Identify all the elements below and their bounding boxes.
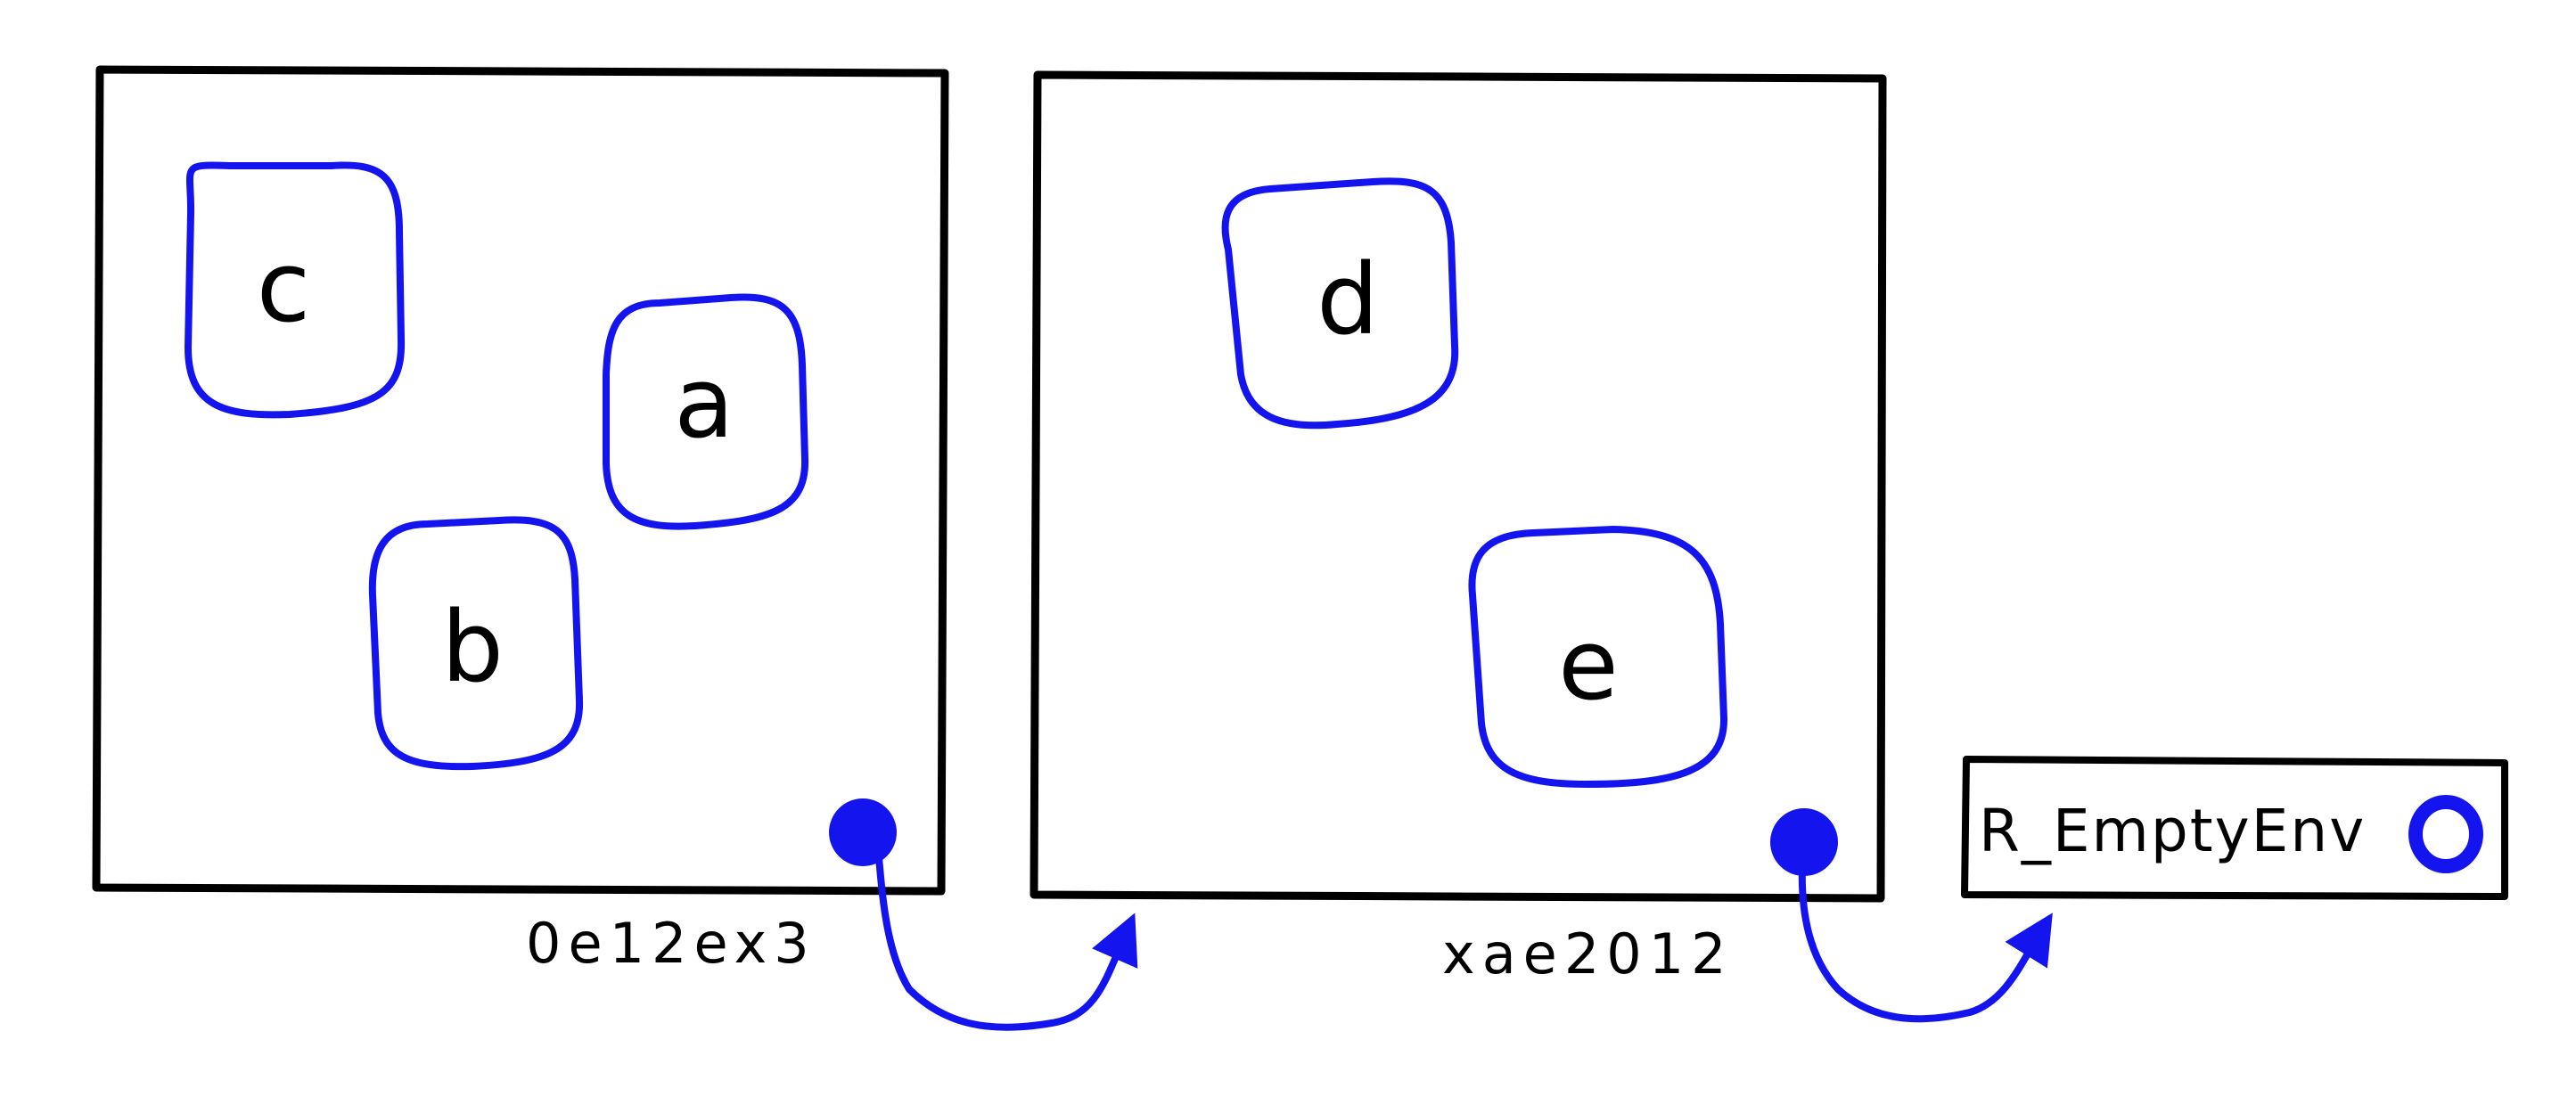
parent-arrow-2 xyxy=(1798,862,2053,1023)
env-frame-2-parent-pointer-dot xyxy=(1770,808,1838,876)
binding-b: b xyxy=(368,516,584,771)
env-frame-1: c a b 0e12ex3 xyxy=(92,65,949,976)
env-frame-2-address: xae2012 xyxy=(1442,921,1734,986)
binding-d-box xyxy=(1221,177,1459,430)
binding-b-box xyxy=(368,516,584,771)
binding-c: c xyxy=(184,161,406,419)
binding-c-label: c xyxy=(257,230,310,344)
binding-d: d xyxy=(1221,177,1459,430)
parent-arrow-1 xyxy=(874,846,1138,1031)
env-frame-1-border xyxy=(92,65,949,896)
empty-env-label: R_EmptyEnv xyxy=(1979,797,2366,865)
binding-e: e xyxy=(1468,525,1728,789)
empty-env-circle-icon xyxy=(2408,795,2483,873)
binding-e-box xyxy=(1468,525,1728,789)
env-frame-2-border xyxy=(1030,70,1887,903)
env-frame-2: d e xae2012 xyxy=(1030,70,1887,986)
binding-c-box xyxy=(184,161,406,419)
binding-a: a xyxy=(603,293,809,530)
binding-b-label: b xyxy=(441,590,504,704)
binding-d-label: d xyxy=(1317,242,1379,356)
env-frame-1-address: 0e12ex3 xyxy=(526,911,816,976)
empty-env-box: R_EmptyEnv xyxy=(1961,756,2508,900)
binding-a-box xyxy=(603,293,809,530)
binding-a-label: a xyxy=(674,346,734,460)
env-frame-1-parent-pointer-dot xyxy=(829,798,897,866)
binding-e-label: e xyxy=(1558,608,1619,722)
empty-env-border xyxy=(1961,756,2508,900)
